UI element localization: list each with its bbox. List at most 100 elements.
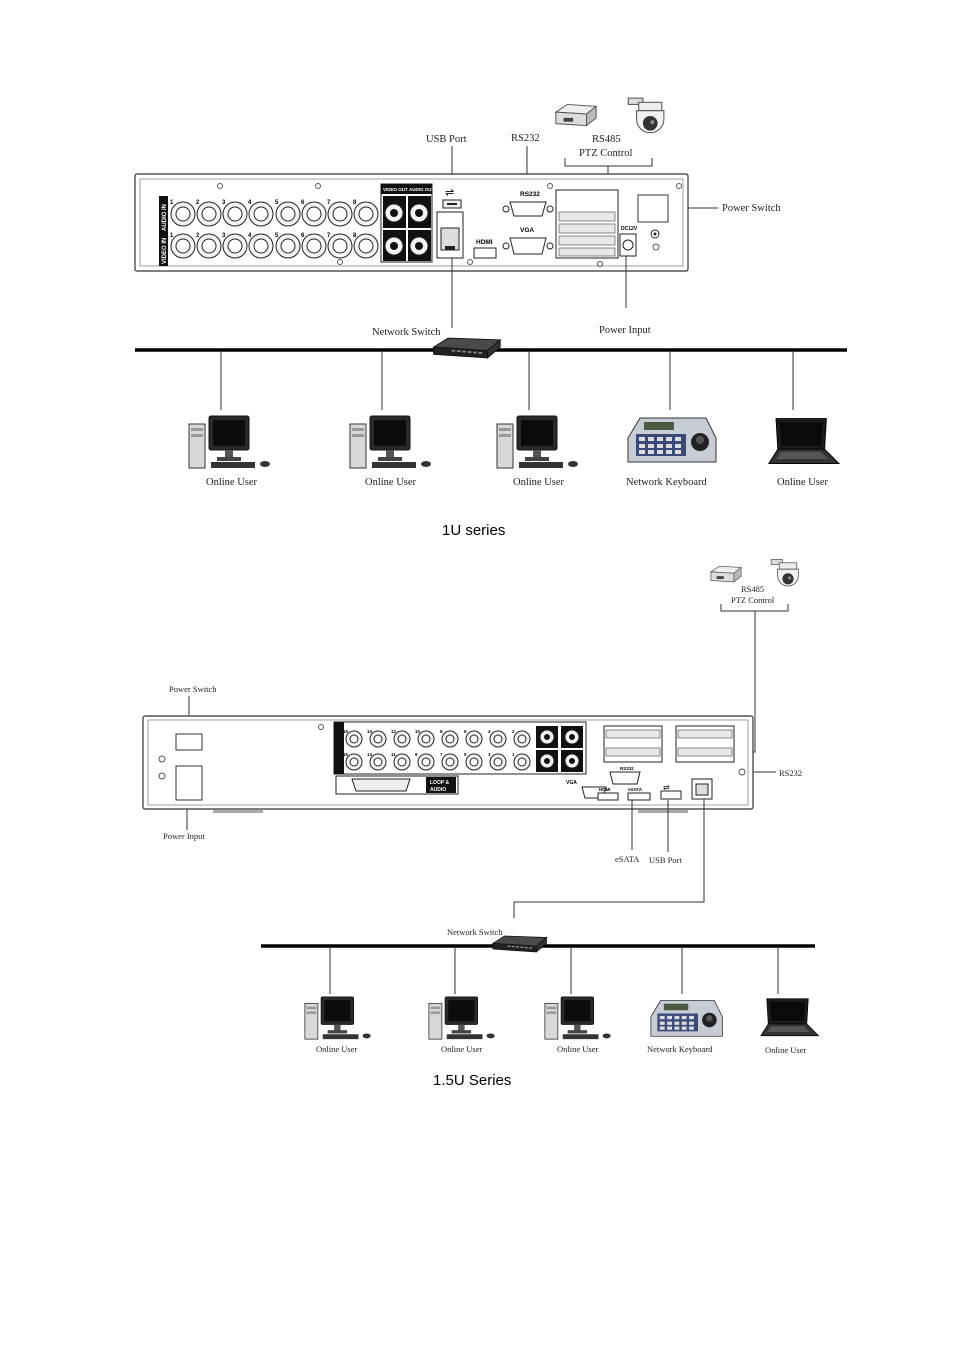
network-switch-label: Network Switch: [372, 327, 441, 338]
usb-port-label: USB Port: [649, 855, 682, 865]
bnc-row-bottom: [170, 233, 379, 259]
power-input-label: Power Input: [599, 325, 651, 336]
vga-mark: VGA: [566, 780, 577, 786]
caption-1u: 1U series: [442, 522, 505, 539]
svg-text:14: 14: [367, 729, 373, 734]
power-switch: [637, 194, 669, 223]
svg-text:6: 6: [301, 233, 305, 239]
hdmi-mark: HDMI: [476, 239, 493, 246]
box-camera-icon: [555, 103, 597, 127]
svg-text:9: 9: [415, 752, 418, 757]
rs232-label: RS232: [511, 133, 540, 144]
channel-numbers-bottom: 1 2 3 4 5 6 7 8: [170, 233, 357, 239]
network-keyboard-icon: [650, 1000, 723, 1037]
audio-out-mark: AUDIO OUT: [409, 187, 435, 192]
svg-text:7: 7: [327, 200, 331, 206]
channel-numbers-bottom-15u: 15 13 11 9 7 5 3 1: [343, 752, 515, 757]
diagram-15u: RS485 PTZ Control Power Switch Power Inp…: [142, 559, 820, 1089]
power-switch-label: Power Switch: [169, 684, 217, 694]
svg-text:4: 4: [248, 200, 252, 206]
loop-audio-mark-2: AUDIO: [430, 787, 446, 793]
ptz-bracket: [564, 158, 653, 167]
rs485-label: RS485: [741, 584, 764, 594]
svg-text:2: 2: [196, 233, 200, 239]
box-camera-icon: [710, 565, 742, 583]
svg-text:5: 5: [275, 233, 279, 239]
svg-text:7: 7: [440, 752, 443, 757]
network-switch-icon: [492, 935, 547, 953]
network-keyboard-icon: [627, 417, 717, 463]
desktop-pc-icon: [188, 415, 271, 469]
esata-mark: eSATA: [628, 787, 643, 792]
rs232-mark: RS232: [520, 191, 540, 198]
svg-text:7: 7: [327, 233, 331, 239]
svg-text:8: 8: [353, 200, 357, 206]
device-label: Online User: [777, 477, 829, 488]
bnc-row-top-15u: [345, 730, 531, 748]
dc-mark: DC12V: [621, 226, 638, 232]
desktop-pc-icon: [428, 996, 496, 1040]
laptop-icon: [760, 998, 820, 1037]
svg-text:5: 5: [275, 200, 279, 206]
usb-icon: ⇌: [663, 783, 670, 792]
video-out-mark: VIDEO OUT: [383, 187, 408, 192]
svg-text:3: 3: [488, 752, 491, 757]
ptz-control-label: PTZ Control: [731, 595, 775, 605]
svg-text:6: 6: [301, 200, 305, 206]
device-label: Online User: [441, 1044, 482, 1054]
power-input-label: Power Input: [163, 831, 205, 841]
bnc-row-bottom-15u: [345, 753, 531, 771]
device-label: Network Keyboard: [626, 477, 708, 488]
svg-text:3: 3: [222, 200, 226, 206]
loop-audio-mark-1: LOOP &: [430, 780, 449, 786]
svg-text:16: 16: [343, 729, 349, 734]
usb-icon: ⇌: [445, 186, 454, 199]
channel-numbers-top-15u: 16 14 12 10 8 6 4 2: [343, 729, 515, 734]
device-label: Online User: [316, 1044, 357, 1054]
rs485-label: RS485: [592, 134, 621, 145]
device-label: Online User: [206, 477, 258, 488]
device-label: Online User: [513, 477, 565, 488]
rs485-terminal-block: [555, 189, 619, 259]
svg-text:15: 15: [343, 752, 349, 757]
network-switch-label: Network Switch: [447, 927, 503, 937]
panel-foot: [638, 810, 688, 813]
svg-text:12: 12: [391, 729, 397, 734]
diagram-1u: USB Port RS232 RS485 PTZ Control Power S…: [134, 97, 847, 539]
desktop-pc-icon: [304, 996, 372, 1040]
vga-mark: VGA: [520, 227, 534, 234]
esata-label: eSATA: [615, 854, 640, 864]
device-label: Network Keyboard: [647, 1044, 713, 1054]
svg-text:6: 6: [464, 729, 467, 734]
svg-text:1: 1: [170, 233, 174, 239]
network-switch-icon: [433, 337, 501, 359]
laptop-icon: [768, 418, 840, 465]
svg-text:8: 8: [440, 729, 443, 734]
svg-text:4: 4: [488, 729, 491, 734]
device-label: Online User: [557, 1044, 598, 1054]
audio-in-mark: AUDIO IN: [162, 204, 168, 231]
network-leader: [513, 799, 705, 918]
bnc-row-top: [170, 201, 379, 227]
channel-numbers-top: 1 2 3 4 5 6 7 8: [170, 200, 357, 206]
rs232-mark: RS232: [620, 766, 634, 771]
svg-text:2: 2: [196, 200, 200, 206]
rs232-label: RS232: [779, 768, 802, 778]
svg-text:8: 8: [353, 233, 357, 239]
desktop-pc-icon: [544, 996, 612, 1040]
rear-panel-1u: AUDIO IN VIDEO IN: [134, 173, 689, 272]
svg-text:11: 11: [391, 752, 396, 757]
usb-port-label: USB Port: [426, 134, 467, 145]
svg-text:13: 13: [367, 752, 373, 757]
svg-text:1: 1: [512, 752, 515, 757]
svg-text:1: 1: [170, 200, 174, 206]
terminal-blocks: [603, 725, 735, 763]
svg-text:4: 4: [248, 233, 252, 239]
dome-camera-icon: [770, 559, 799, 587]
device-label: Online User: [765, 1045, 806, 1055]
power-switch-label: Power Switch: [722, 203, 781, 214]
caption-15u: 1.5U Series: [433, 1072, 511, 1089]
ptz-control-label: PTZ Control: [579, 148, 632, 159]
panel-foot: [213, 810, 263, 813]
